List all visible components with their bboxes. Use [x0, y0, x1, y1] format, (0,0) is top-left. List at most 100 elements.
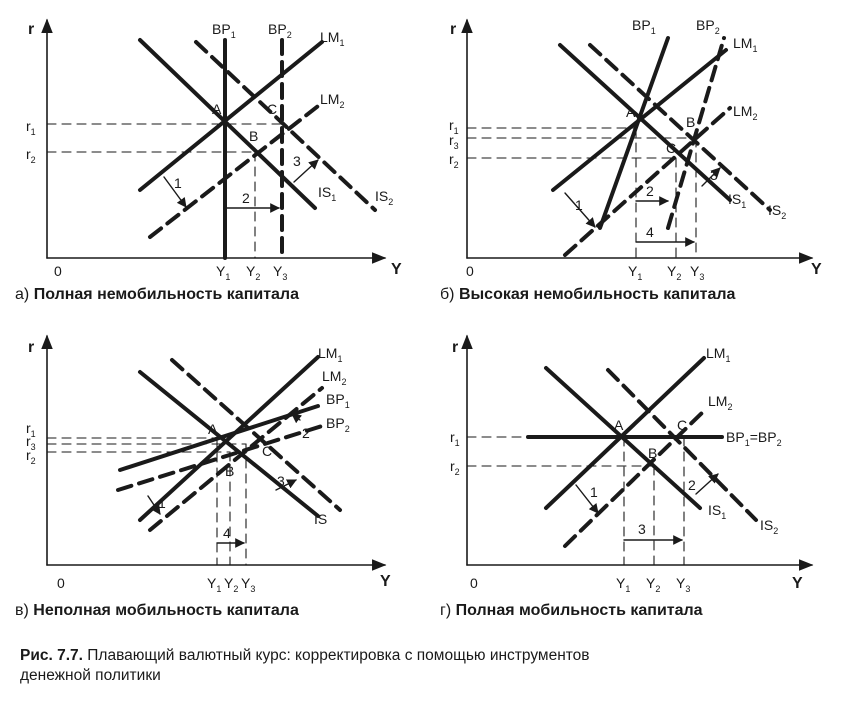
label-bp1: BP1	[326, 391, 350, 410]
tick-y1: Y1	[628, 263, 642, 282]
label-lm2: LM2	[708, 393, 732, 412]
panel-c: r Y 0 1 2 3 4 A B C LM1 LM2 BP1 BP2	[15, 334, 391, 619]
y-axis-label: r	[452, 339, 458, 356]
step-label-1: 1	[590, 484, 598, 500]
bp1-curve	[118, 404, 320, 472]
step-arrow-1	[564, 192, 596, 228]
label-lm2: LM2	[733, 103, 757, 122]
label-bp2: BP2	[326, 415, 350, 434]
step-label-3: 3	[710, 167, 718, 183]
lm1-curve	[544, 356, 706, 510]
lm2-curve	[563, 408, 707, 548]
origin-label: 0	[57, 575, 65, 591]
label-bp1: BP1	[212, 21, 236, 40]
step-label-1: 1	[158, 495, 166, 511]
step-label-2: 2	[646, 183, 654, 199]
is1-curve	[544, 366, 702, 510]
tick-y2: Y2	[224, 575, 238, 594]
is-shift-curve	[170, 358, 342, 512]
label-bp2: BP2	[268, 21, 292, 40]
tick-r3: r3	[449, 132, 459, 151]
point-c: C	[677, 417, 687, 433]
point-a: A	[208, 421, 218, 437]
point-b: B	[249, 128, 258, 144]
tick-r2: r2	[450, 458, 460, 477]
step-arrow-3	[293, 159, 319, 183]
tick-y2: Y2	[646, 575, 660, 594]
tick-y3: Y3	[241, 575, 255, 594]
step-label-4: 4	[646, 224, 654, 240]
point-b: B	[648, 445, 657, 461]
label-bp: BP1=BP2	[726, 429, 782, 448]
tick-y3: Y3	[690, 263, 704, 282]
lm1-curve	[551, 48, 728, 192]
step-label-1: 1	[174, 175, 182, 191]
label-lm1: LM1	[320, 29, 344, 48]
caption-d: г) Полная мобильность капитала	[440, 602, 703, 619]
label-lm1: LM1	[733, 35, 757, 54]
y-axis-label: r	[450, 21, 456, 38]
tick-y2: Y2	[667, 263, 681, 282]
tick-r2: r2	[26, 146, 36, 165]
y-axis-label: r	[28, 21, 34, 38]
caption-a: а) Полная немобильность капитала	[15, 286, 299, 303]
x-axis-label: Y	[811, 261, 822, 278]
step-arrow-3	[701, 167, 721, 187]
label-is: IS	[314, 511, 327, 527]
step-arrow-1	[575, 484, 599, 514]
label-lm2: LM2	[322, 368, 346, 387]
label-bp2: BP2	[696, 17, 720, 36]
panel-d: r Y 0 1 2 3 A B C LM1 LM2 BP1=BP2 IS1 IS…	[440, 334, 814, 619]
tick-y3: Y3	[273, 263, 287, 282]
label-bp1: BP1	[632, 17, 656, 36]
x-axis-label: Y	[391, 261, 402, 278]
caption-c: в) Неполная мобильность капитала	[15, 602, 299, 619]
step-label-3: 3	[293, 153, 301, 169]
tick-y3: Y3	[676, 575, 690, 594]
label-is1: IS1	[318, 184, 336, 203]
tick-y1: Y1	[207, 575, 221, 594]
step-label-3: 3	[277, 473, 285, 489]
is2-curve	[606, 368, 758, 522]
step-label-3: 3	[638, 521, 646, 537]
step-arrow-1	[163, 176, 187, 208]
label-is1: IS1	[708, 502, 726, 521]
panel-a: r Y 0 1 2 3 A B C BP1 BP2 LM1 LM2 IS1 IS…	[15, 18, 402, 303]
step-arrow-1	[147, 495, 161, 515]
tick-r1: r1	[26, 118, 36, 137]
bp2-curve	[666, 36, 726, 230]
lm2-curve	[563, 106, 732, 257]
point-a: A	[626, 104, 636, 120]
label-lm1: LM1	[706, 345, 730, 364]
tick-r1: r1	[450, 429, 460, 448]
point-c: C	[267, 101, 277, 117]
label-is2: IS2	[768, 202, 786, 221]
lm1-curve	[138, 40, 324, 192]
point-b: B	[686, 114, 695, 130]
point-c: C	[666, 140, 676, 156]
is1-curve	[558, 43, 732, 202]
tick-y1: Y1	[616, 575, 630, 594]
figure-caption-line2: денежной политики	[20, 667, 161, 684]
tick-y1: Y1	[216, 263, 230, 282]
tick-y2: Y2	[246, 263, 260, 282]
is2-curve	[588, 43, 772, 212]
bp2-curve	[116, 424, 324, 492]
y-axis-label: r	[28, 339, 34, 356]
lm2-curve	[148, 386, 324, 532]
is1-curve	[138, 38, 317, 210]
label-lm2: LM2	[320, 91, 344, 110]
origin-label: 0	[466, 263, 474, 279]
bp1-curve	[598, 36, 670, 230]
label-is1: IS1	[728, 191, 746, 210]
step-arrow-3	[275, 479, 297, 491]
step-label-2: 2	[242, 190, 250, 206]
point-a: A	[614, 417, 624, 433]
point-a: A	[212, 101, 222, 117]
step-arrow-2	[695, 473, 719, 495]
caption-b: б) Высокая немобильность капитала	[440, 286, 736, 303]
origin-label: 0	[470, 575, 478, 591]
lm1-curve	[138, 355, 320, 522]
is-curve	[138, 370, 320, 518]
